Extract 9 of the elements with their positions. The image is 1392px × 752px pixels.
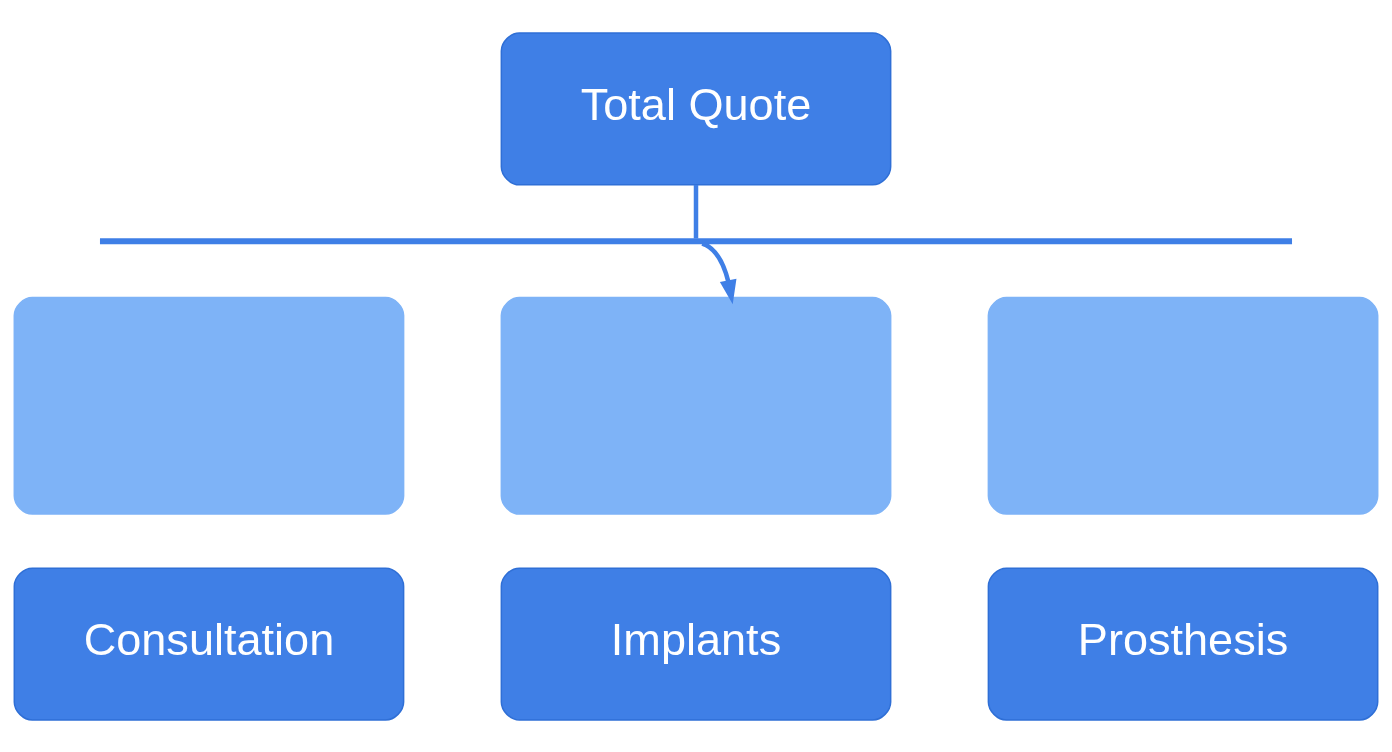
node-box — [13, 296, 405, 515]
node-box — [987, 296, 1379, 515]
node-box: Implants — [500, 566, 892, 721]
node-box — [500, 296, 892, 515]
node-box: Consultation — [13, 566, 405, 721]
connector — [693, 184, 699, 239]
node-box: Prosthesis — [987, 566, 1379, 721]
node-bar — [99, 237, 1293, 244]
node-box: Total Quote — [500, 31, 892, 186]
